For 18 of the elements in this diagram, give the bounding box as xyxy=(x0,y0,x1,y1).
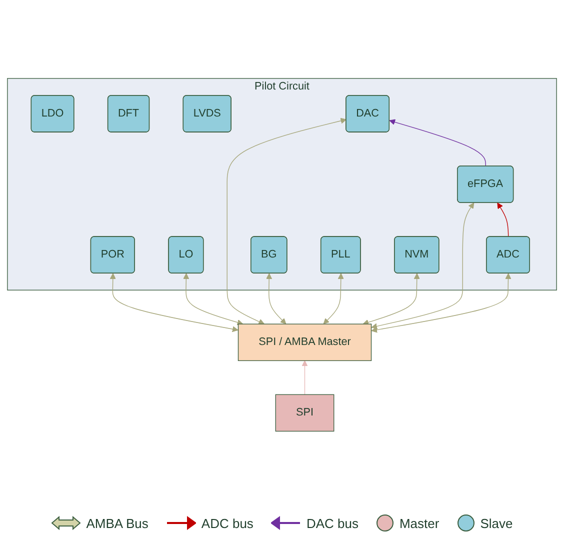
arrow xyxy=(226,118,347,325)
arrow xyxy=(110,273,238,332)
node-box: SPI xyxy=(275,394,334,432)
legend-label: Slave xyxy=(480,516,513,530)
arrow xyxy=(266,273,286,324)
node-box: SPI / AMBA Master xyxy=(238,324,372,362)
arrow xyxy=(389,119,486,167)
legend-label: Master xyxy=(399,516,440,530)
arrow xyxy=(497,202,509,238)
arrow xyxy=(183,273,244,326)
legend-label: DAC bus xyxy=(306,516,358,530)
arrow xyxy=(371,202,474,330)
arrow xyxy=(371,273,512,333)
legend-label: AMBA Bus xyxy=(86,516,148,530)
arrow xyxy=(323,273,344,324)
legend-label: ADC bus xyxy=(201,516,254,530)
arrow xyxy=(302,360,308,396)
arrow xyxy=(362,273,420,326)
